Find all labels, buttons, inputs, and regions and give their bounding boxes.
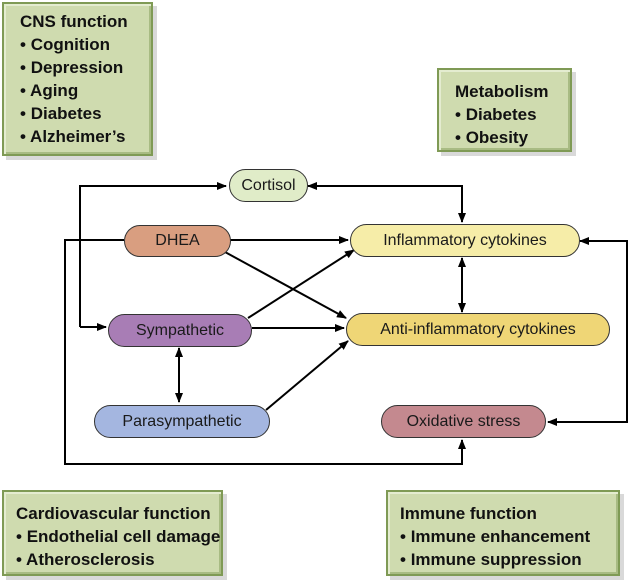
immune-item: Immune enhancement [400, 525, 618, 548]
cns-function-box: CNS function Cognition Depression Aging … [2, 2, 153, 156]
edge-dhea-anti [224, 251, 347, 319]
cardiovascular-item: Atherosclerosis [16, 548, 221, 571]
node-parasympathetic-label: Parasympathetic [122, 412, 242, 430]
cns-function-title: CNS function [20, 12, 128, 31]
edge-cortisol-inflammatory [307, 182, 466, 223]
node-anti-inflammatory-label: Anti-inflammatory cytokines [380, 320, 576, 338]
immune-title: Immune function [400, 504, 537, 523]
node-sympathetic: Sympathetic [108, 314, 252, 347]
cns-item: Cognition [20, 33, 151, 56]
immune-item: Immune suppression [400, 548, 618, 571]
node-cortisol: Cortisol [229, 169, 308, 202]
cns-item: Alzheimer’s [20, 125, 151, 148]
cns-item: Aging [20, 79, 151, 102]
node-oxidative-label: Oxidative stress [406, 412, 521, 430]
cns-item: Diabetes [20, 102, 151, 125]
node-anti-inflammatory-cytokines: Anti-inflammatory cytokines [346, 313, 610, 346]
metabolism-box: Metabolism Diabetes Obesity [437, 68, 572, 152]
edge-parasymp-anti [265, 340, 349, 411]
cns-item: Depression [20, 56, 151, 79]
cardiovascular-function-box: Cardiovascular function Endothelial cell… [2, 490, 223, 576]
node-dhea-label: DHEA [155, 232, 200, 249]
node-inflammatory-label: Inflammatory cytokines [383, 231, 547, 249]
edge-symp-inflammatory [247, 249, 355, 319]
edge-dhea-oxidative [64, 239, 466, 465]
node-inflammatory-cytokines: Inflammatory cytokines [350, 224, 580, 257]
node-dhea: DHEA [124, 225, 231, 257]
node-parasympathetic: Parasympathetic [94, 405, 270, 438]
node-sympathetic-label: Sympathetic [135, 321, 225, 339]
cardiovascular-item: Endothelial cell damage [16, 525, 221, 548]
metabolism-item: Diabetes [455, 103, 570, 126]
cardiovascular-title: Cardiovascular function [16, 504, 211, 523]
node-oxidative-stress: Oxidative stress [381, 405, 546, 438]
metabolism-title: Metabolism [455, 82, 549, 101]
metabolism-item: Obesity [455, 126, 570, 149]
edge-to-cortisol [79, 182, 227, 327]
edge-right-to-inflammatory [579, 237, 628, 300]
edge-right-to-oxidative [547, 300, 628, 426]
immune-function-box: Immune function Immune enhancement Immun… [386, 490, 620, 576]
node-cortisol-label: Cortisol [241, 176, 296, 194]
